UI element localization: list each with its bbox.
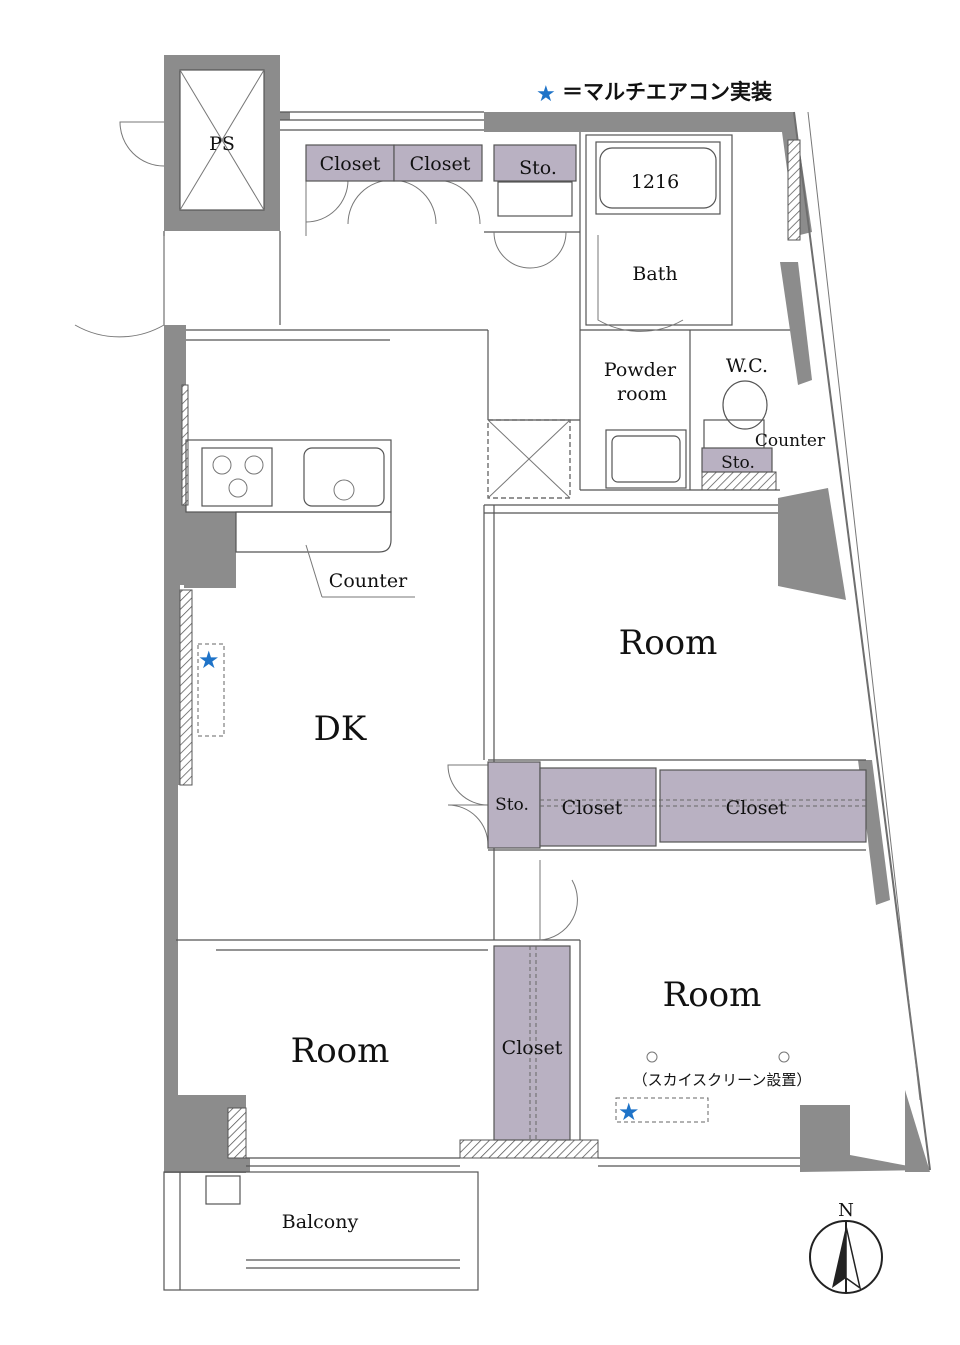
room-label: Room [663, 975, 762, 1015]
room-labels: PS Closet Closet Sto. 1216 Bath Powder r… [209, 133, 826, 1233]
wc-label: W.C. [726, 355, 768, 377]
closets [305, 144, 867, 1141]
legend: ★ ＝マルチエアコン実装 [536, 79, 772, 107]
balcony-label: Balcony [282, 1211, 359, 1233]
sto-top-fill [493, 144, 577, 182]
ps-label: PS [209, 133, 235, 155]
bath-size-label: 1216 [631, 171, 679, 193]
bath-label: Bath [632, 263, 677, 285]
sto-wc-fill [701, 447, 773, 473]
compass-north-label: N [838, 1200, 854, 1221]
sto-label: Sto. [721, 453, 755, 473]
sto-label: Sto. [495, 795, 529, 815]
aircon-stars: ★ ★ [198, 646, 640, 1126]
north-arrow-icon [832, 1226, 846, 1288]
counter-label: Counter [329, 570, 408, 592]
closet-1-fill [305, 144, 395, 182]
counter-label: Counter [755, 431, 826, 451]
aircon-star-icon: ★ [618, 1098, 640, 1126]
room-label: Room [619, 623, 718, 663]
powder-room-label-line1: Powder [604, 359, 677, 381]
compass: N [809, 1200, 883, 1294]
room-label: Room [291, 1031, 390, 1071]
closet-label: Closet [562, 797, 623, 819]
closet-vertical-fill [493, 945, 571, 1141]
closet-label: Closet [726, 797, 787, 819]
legend-star-icon: ★ [536, 82, 556, 107]
aircon-units [197, 643, 790, 1123]
closet-label: Closet [320, 153, 381, 175]
closet-mid-1-fill [539, 767, 657, 847]
sky-screen-label: （スカイスクリーン設置） [633, 1071, 812, 1089]
powder-room-label-line2: room [617, 383, 667, 405]
aircon-star-icon: ★ [198, 646, 220, 674]
sto-label: Sto. [519, 157, 557, 179]
interior-lines [163, 111, 866, 1291]
closet-label: Closet [410, 153, 471, 175]
door-swings [74, 121, 684, 941]
sto-mid-fill [487, 761, 541, 849]
legend-text: ＝マルチエアコン実装 [562, 79, 772, 104]
dk-label: DK [314, 709, 367, 749]
closet-label: Closet [502, 1037, 563, 1059]
closet-2-fill [393, 144, 483, 182]
hatched-walls [179, 139, 801, 1159]
